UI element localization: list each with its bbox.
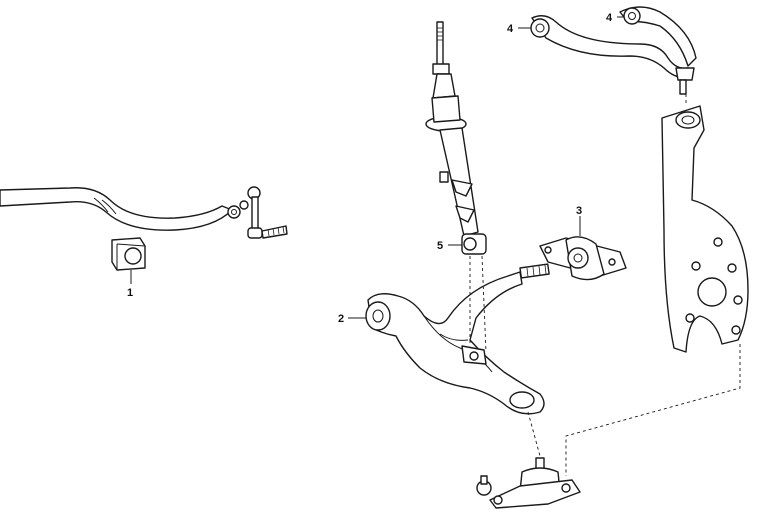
stabilizer-bushing: [111, 237, 146, 271]
upper-control-arm: [530, 6, 697, 95]
lower-ball-joint: [476, 457, 581, 509]
lower-arm-bushing: [539, 236, 627, 281]
callout-4a: 4: [507, 23, 514, 35]
steering-knuckle: [661, 105, 749, 353]
lower-control-arm: [365, 263, 550, 415]
callout-5: 5: [437, 240, 443, 252]
stabilizer-bar: [0, 187, 241, 231]
callout-4b: 4: [606, 12, 613, 24]
callout-2: 2: [338, 313, 344, 325]
stabilizer-link: [239, 186, 288, 239]
shock-absorber: [425, 21, 487, 255]
assembly-dashed-lines: [469, 94, 741, 476]
callout-3: 3: [576, 205, 582, 217]
callout-1: 1: [127, 287, 133, 299]
